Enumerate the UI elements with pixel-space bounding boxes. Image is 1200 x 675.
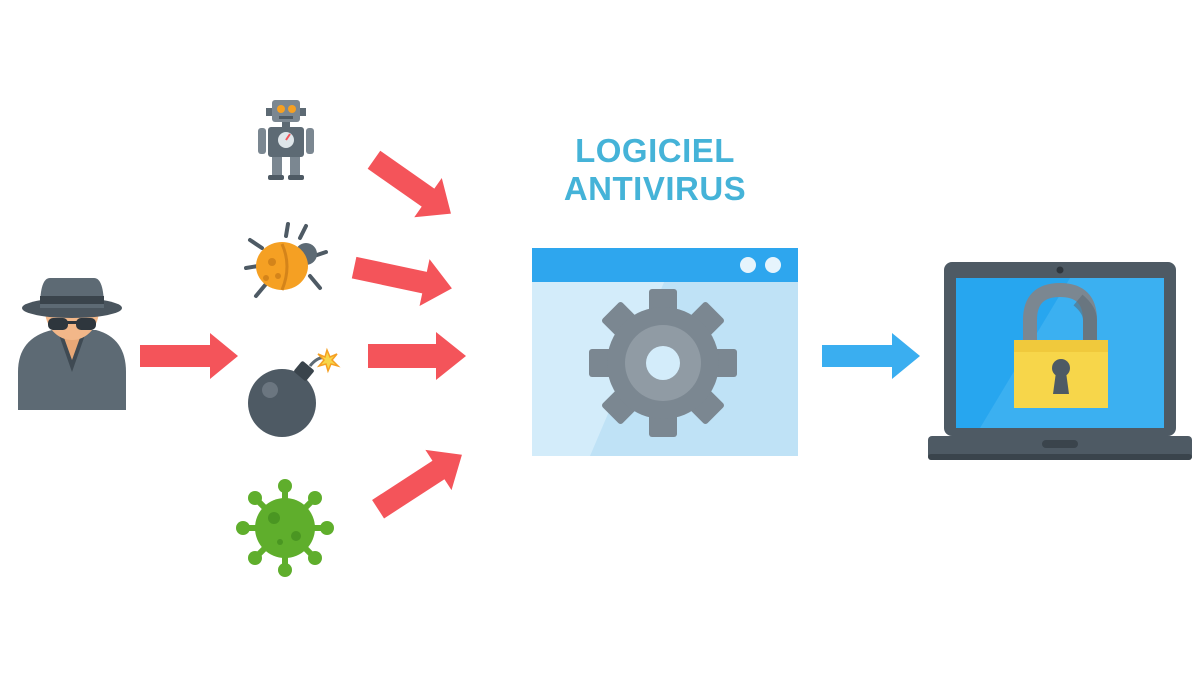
arrow-safe [822,333,920,379]
title-line-1: LOGICIEL [575,132,735,169]
arrow-virus [372,449,462,519]
robot-icon [258,100,314,180]
arrow-bomb [368,332,466,380]
gear-icon [589,289,737,437]
title-line-2: ANTIVIRUS [563,170,747,207]
arrow-bug [351,256,452,307]
virus-icon [236,479,334,577]
bug-icon [244,222,328,298]
page-title: LOGICIEL ANTIVIRUS [520,132,790,208]
arrow-hacker [140,333,238,379]
arrow-robot [367,150,451,218]
hacker-icon [18,278,126,410]
padlock-icon [1014,282,1108,408]
threat-arrows [140,150,466,519]
bomb-icon [248,347,341,437]
